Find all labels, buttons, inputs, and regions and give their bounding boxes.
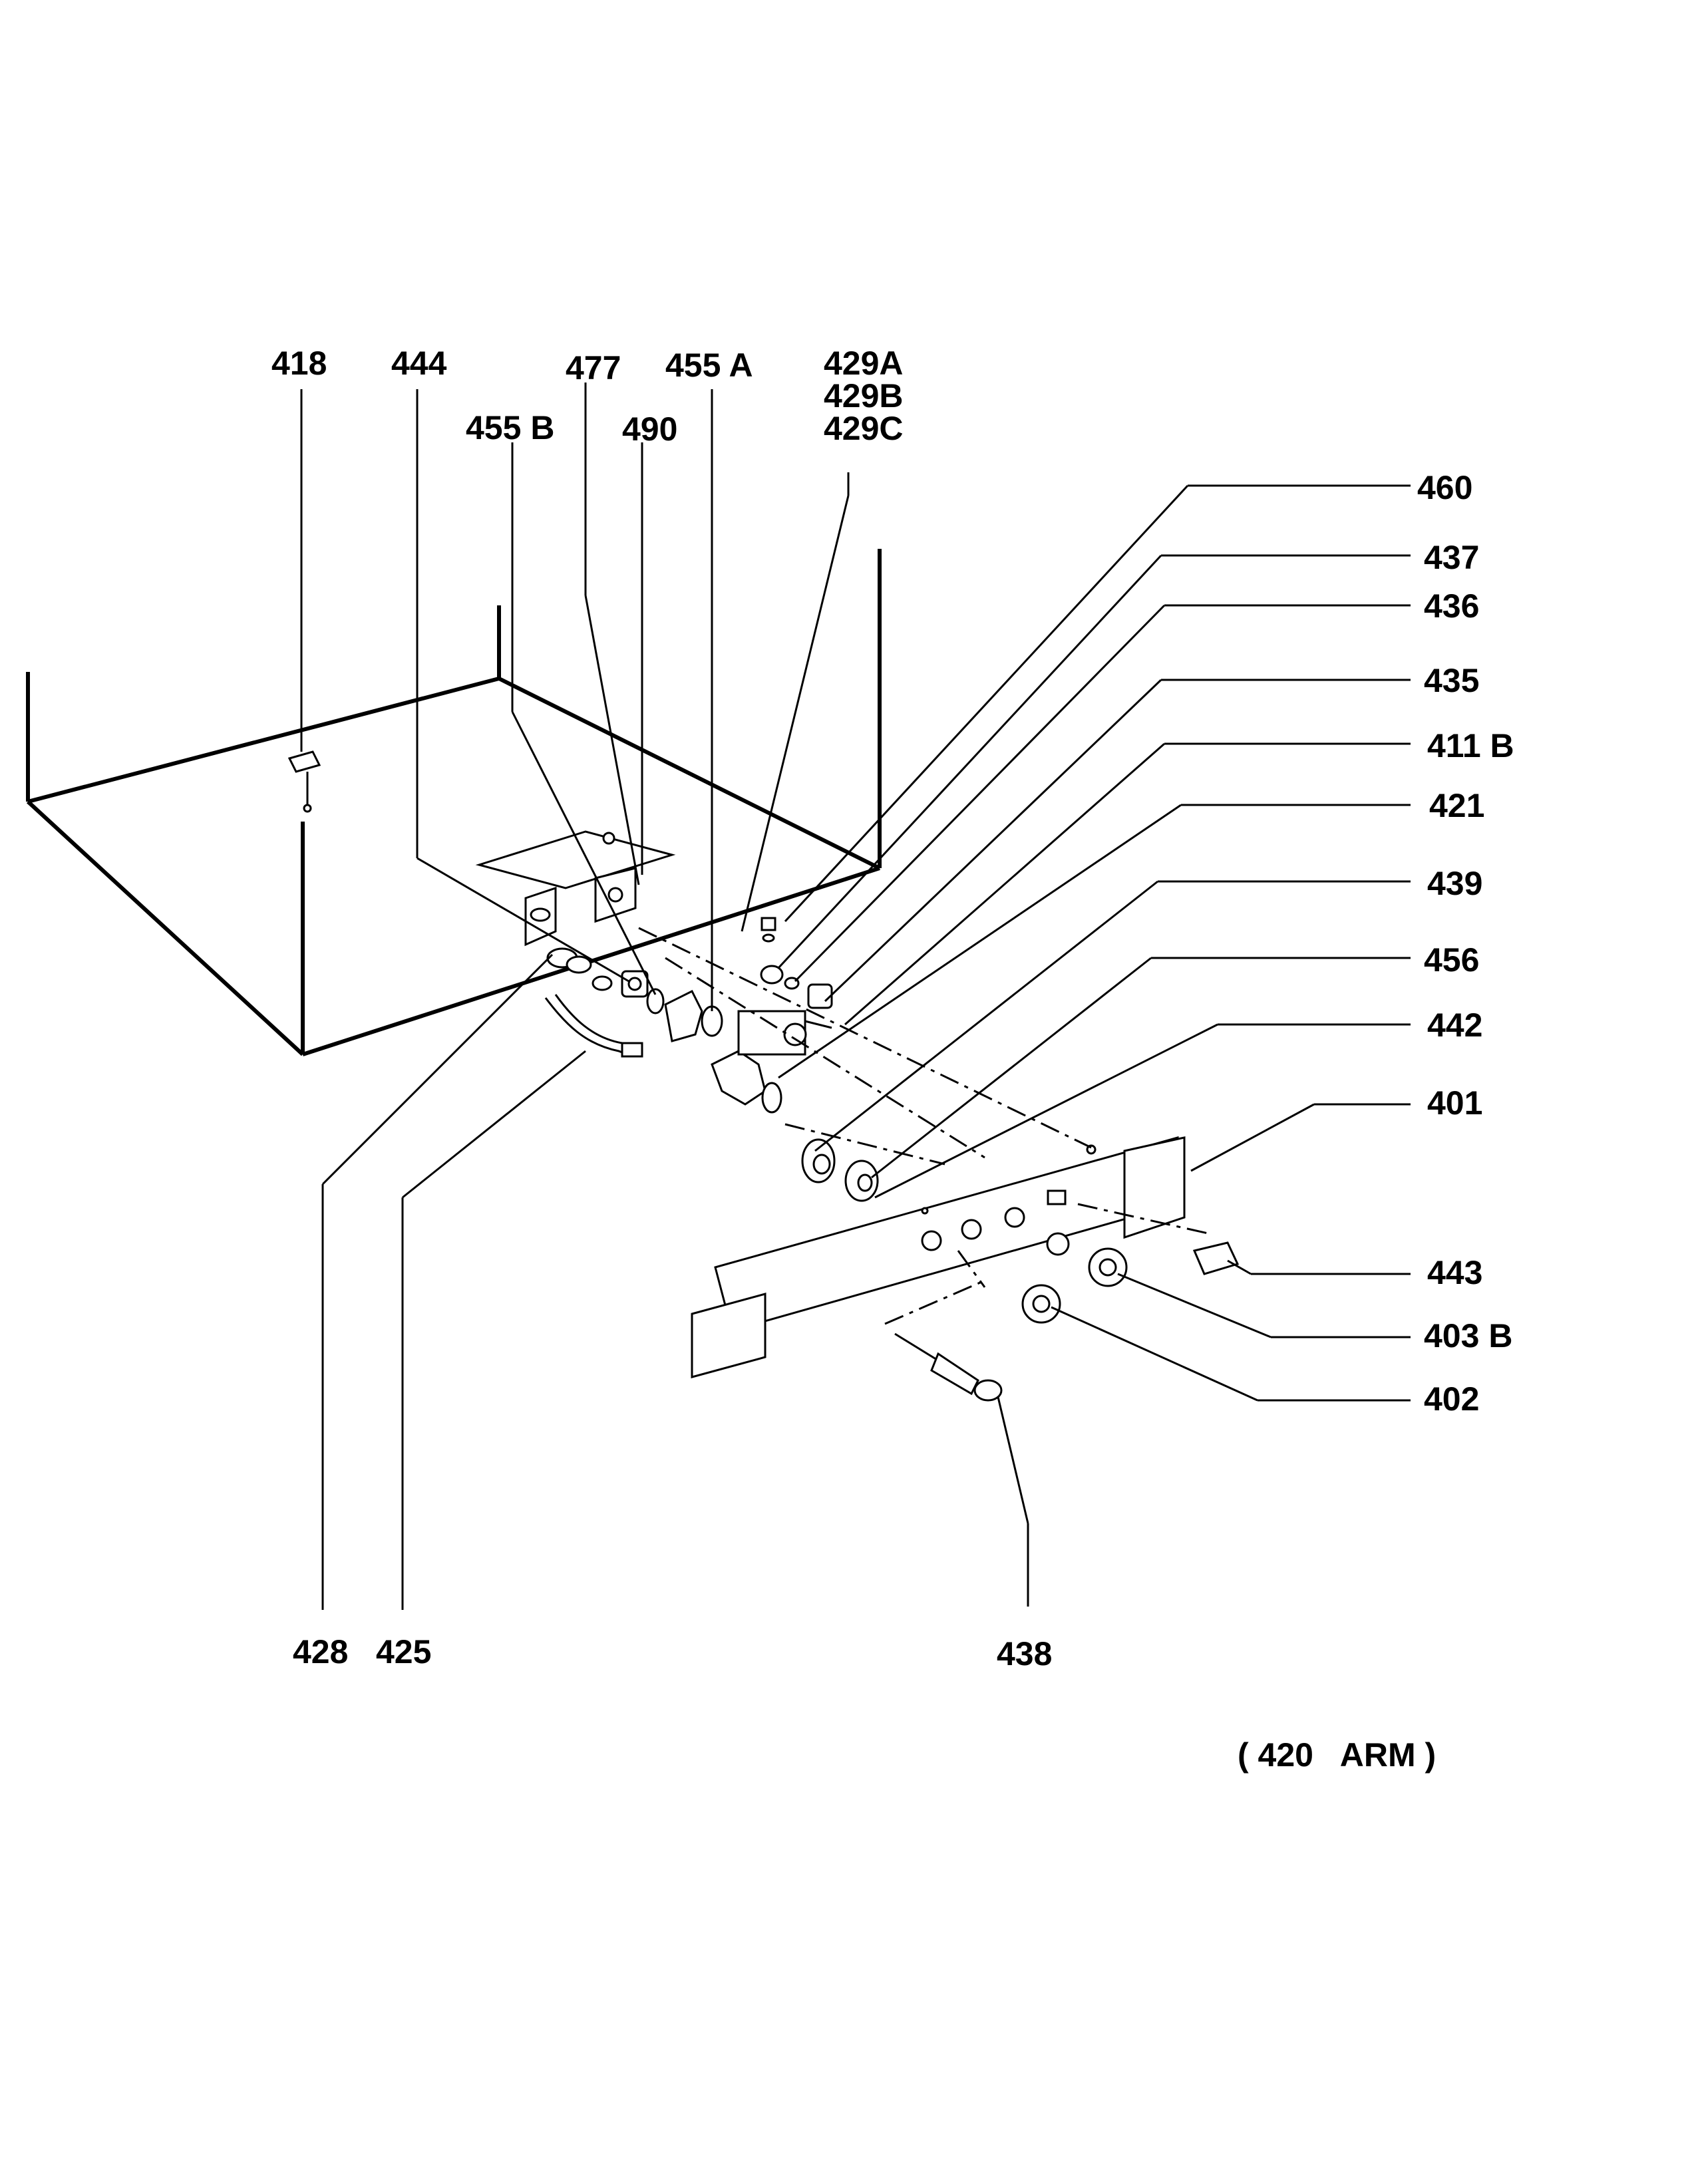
callout-402: 402 [1424,1380,1479,1418]
callout-439: 439 [1427,865,1482,902]
callout-455b: 455 B [466,409,554,446]
part-428-fitting [546,947,613,991]
part-443-switch [1192,1241,1240,1275]
callout-443: 443 [1427,1254,1482,1291]
callout-477: 477 [566,349,621,387]
alignment-axes [638,927,1212,1325]
part-455b-washer [646,988,665,1014]
callout-438: 438 [997,1635,1052,1672]
callout-421: 421 [1429,787,1484,824]
part-429-screw [761,917,776,943]
callout-456: 456 [1424,941,1479,979]
part-403b-knob [1088,1247,1128,1287]
callout-436: 436 [1424,587,1479,625]
callout-425: 425 [376,1633,431,1670]
diagram-caption: ( 420 ARM ) [1238,1736,1436,1774]
callout-403b: 403 B [1424,1317,1512,1354]
callout-429c: 429C [824,410,904,447]
callout-455a: 455 A [665,347,753,384]
callout-418: 418 [271,345,327,382]
callout-490: 490 [622,410,677,448]
part-401-control-panel [691,1136,1186,1378]
mounting-bracket [475,830,676,947]
oven-body-frame [26,549,882,1056]
part-439-knob [801,1138,836,1183]
leader-lines [300,383,1411,1610]
callout-428: 428 [293,1633,348,1670]
callout-444: 444 [391,345,447,382]
part-435-connector [807,983,833,1009]
part-456-knob [844,1160,879,1202]
part-425-gas-tube [544,994,643,1058]
part-438-igniter [894,1332,1003,1402]
part-valve-assembly [664,989,832,1114]
part-402-knob [1021,1284,1061,1324]
callout-429a: 429A [824,345,904,382]
callout-401: 401 [1427,1084,1482,1122]
callout-442: 442 [1427,1007,1482,1044]
callout-437: 437 [1424,539,1479,576]
callout-labels: 418 444 477 455 A 429A 429B 429C 455 B 4… [271,345,1514,1774]
callout-435: 435 [1424,662,1479,699]
part-437-nut [760,965,784,985]
callout-429b: 429B [824,377,904,414]
part-knob-small [1046,1232,1070,1256]
callout-460: 460 [1417,469,1472,506]
part-444-fitting [621,970,649,998]
callout-411b: 411 B [1427,727,1514,764]
part-418-clip [287,750,321,813]
